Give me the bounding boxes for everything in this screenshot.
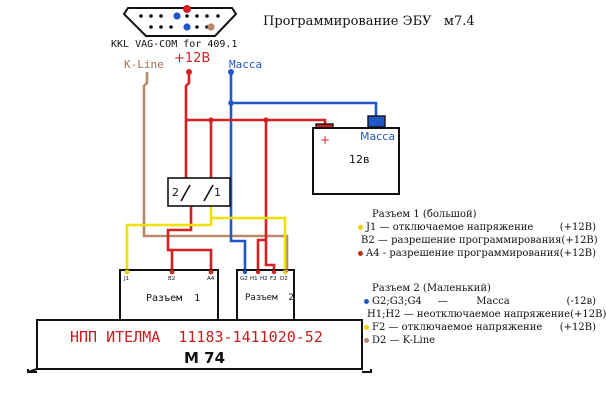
legend-connector-2: Разъем 2 (Маленький) G2;G3;G4 — Масса (-1…: [364, 282, 606, 347]
legend-dot-icon: [364, 299, 369, 304]
legend-item: D2 — K-Line: [364, 334, 596, 347]
ecu-model: М 74: [184, 349, 225, 367]
connector-2-pin-h1: H1: [250, 276, 258, 282]
legend-item: H1;H2 — неотключаемое напряжение(+12В): [364, 308, 606, 321]
switched-wires: [125, 206, 287, 272]
battery: [312, 115, 400, 195]
ecu-maker: НПП ИТЕЛМА 11183-1411020-52: [70, 328, 323, 346]
battery-voltage: 12в: [349, 153, 369, 166]
legend-1-title: Разъем 1 (большой): [372, 209, 477, 220]
legend-item: B2 — разрешение программирования(+12В): [358, 234, 598, 247]
connector-2-label: Разъем 2: [245, 293, 294, 303]
legend-dot-icon: [364, 325, 369, 330]
legend-dot-icon: [358, 225, 363, 230]
connector-1-pin-j1: J1: [123, 276, 129, 282]
connector-2-pin-g2: G2: [240, 276, 248, 282]
switch-left-label: 2: [172, 186, 179, 199]
legend-item-text: J1 — отключаемое напряжение: [366, 222, 534, 233]
connector-1-pin-a4: A4: [207, 276, 215, 282]
battery-plus: +: [320, 133, 330, 147]
legend-item: A4 - разрешение программирования(+12В): [358, 247, 596, 260]
plus12-label: +12В: [174, 51, 210, 66]
connector-2-pin-h2: H2: [260, 276, 268, 282]
legend-item-value: (+12В): [559, 322, 596, 333]
obd-label: KKL VAG-COM for 409.1: [111, 39, 237, 50]
plus12-wires: [166, 72, 327, 272]
battery-mass-label: Масса: [360, 130, 395, 143]
legend-2-title: Разъем 2 (Маленький): [372, 283, 491, 294]
obd-pin-mass-b: [183, 23, 191, 31]
obd-pin-plus: [183, 5, 191, 13]
legend-item-text: H1;H2 — неотключаемое напряжение: [367, 309, 571, 320]
legend-item-value: (-12в): [566, 296, 596, 307]
legend-item: J1 — отключаемое напряжение (+12В): [358, 221, 596, 234]
legend-dot-icon: [358, 251, 363, 256]
switch-contacts: [180, 184, 214, 202]
legend-item-text: F2 — отключаемое напряжение: [372, 322, 543, 333]
connector-2-pin-d2: D2: [280, 276, 288, 282]
legend-connector-1: Разъем 1 (большой) J1 — отключаемое напр…: [358, 208, 598, 260]
legend-item-text: G2;G3;G4 — Масса: [372, 296, 510, 307]
mass-wires: [229, 72, 378, 270]
obd-pin-kline: [207, 23, 215, 31]
connector-1-label: Разъем 1: [146, 293, 200, 304]
legend-item: F2 — отключаемое напряжение (+12В): [364, 321, 596, 334]
legend-item-value: (+12В): [570, 309, 606, 320]
legend-dot-icon: [364, 338, 369, 343]
legend-item-text: B2 — разрешение программирования: [361, 235, 562, 246]
connector-1-pin-b2: B2: [168, 276, 175, 282]
legend-item-text: A4 - разрешение программирования: [366, 248, 560, 259]
legend-item-value: (+12В): [559, 222, 596, 233]
connector-2-pin-f2: F2: [270, 276, 277, 282]
kline-wire: [142, 72, 289, 270]
switch-box: [167, 177, 231, 207]
kline-label: K-Line: [124, 58, 164, 71]
switch-right-label: 1: [214, 186, 221, 199]
diagram-title: Программирование ЭБУ м7.4: [263, 14, 475, 29]
mass-label: Масса: [229, 58, 262, 71]
legend-item: G2;G3;G4 — Масса (-12в): [364, 295, 596, 308]
ecu-housing: [27, 319, 372, 373]
legend-item-value: (+12В): [561, 235, 598, 246]
obd-connector: [122, 5, 238, 37]
obd-pin-mass-a: [173, 12, 181, 20]
legend-item-value: (+12В): [559, 248, 596, 259]
legend-item-text: D2 — K-Line: [372, 335, 436, 346]
